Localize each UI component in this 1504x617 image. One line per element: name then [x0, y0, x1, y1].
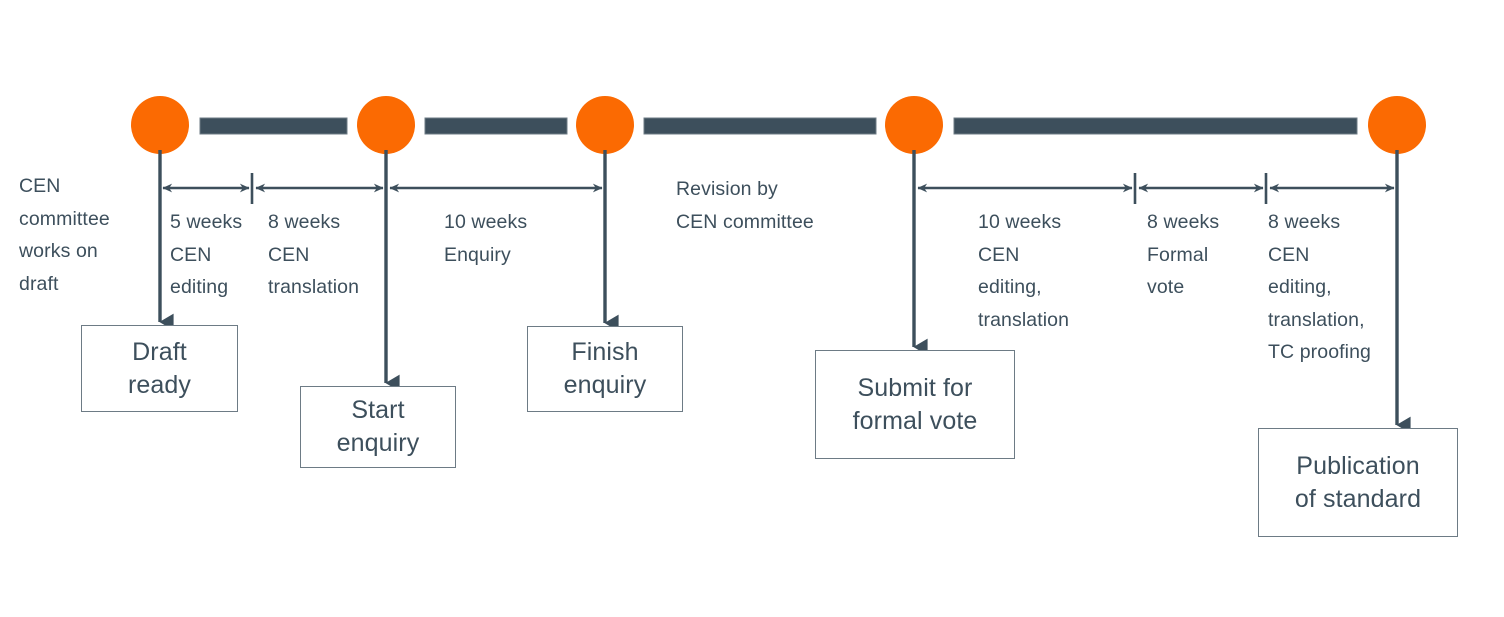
note-revision-by-cen-committee: Revision by CEN committee [676, 178, 814, 233]
timeline-node-5[interactable] [1368, 96, 1426, 154]
timeline-node-2[interactable] [357, 96, 415, 154]
connector-bar [199, 117, 348, 135]
measure-ticks [250, 173, 1399, 204]
milestone-box-start-enquiry[interactable]: Start enquiry [300, 386, 456, 468]
note-cen-committee-draft: CEN committee works on draft [19, 175, 110, 295]
phase-label-cen-editing-translation: 10 weeks CEN editing, translation [978, 211, 1070, 331]
milestone-box-finish-enquiry[interactable]: Finish enquiry [527, 326, 683, 412]
milestone-box-submit-for-formal-vote[interactable]: Submit for formal vote [815, 350, 1015, 459]
timeline-node-1[interactable] [131, 96, 189, 154]
milestone-box-draft-ready[interactable]: Draft ready [81, 325, 238, 412]
timeline-node-3[interactable] [576, 96, 634, 154]
phase-label-enquiry: 10 weeks Enquiry [444, 211, 528, 266]
phase-label-cen-translation: 8 weeks CEN translation [268, 211, 360, 298]
connector-bars [199, 117, 1358, 135]
timeline-nodes [131, 96, 1426, 154]
timeline-node-4[interactable] [885, 96, 943, 154]
milestone-box-publication-of-standard[interactable]: Publication of standard [1258, 428, 1458, 537]
phase-label-cen-editing-translation-tc-proofing: 8 weeks CEN editing, translation, TC pro… [1268, 211, 1371, 363]
phase-label-cen-editing: 5 weeks CEN editing [170, 211, 243, 298]
phase-label-formal-vote: 8 weeks Formal vote [1147, 211, 1220, 298]
connector-bar [424, 117, 568, 135]
connector-bar [953, 117, 1358, 135]
connector-bar [643, 117, 877, 135]
